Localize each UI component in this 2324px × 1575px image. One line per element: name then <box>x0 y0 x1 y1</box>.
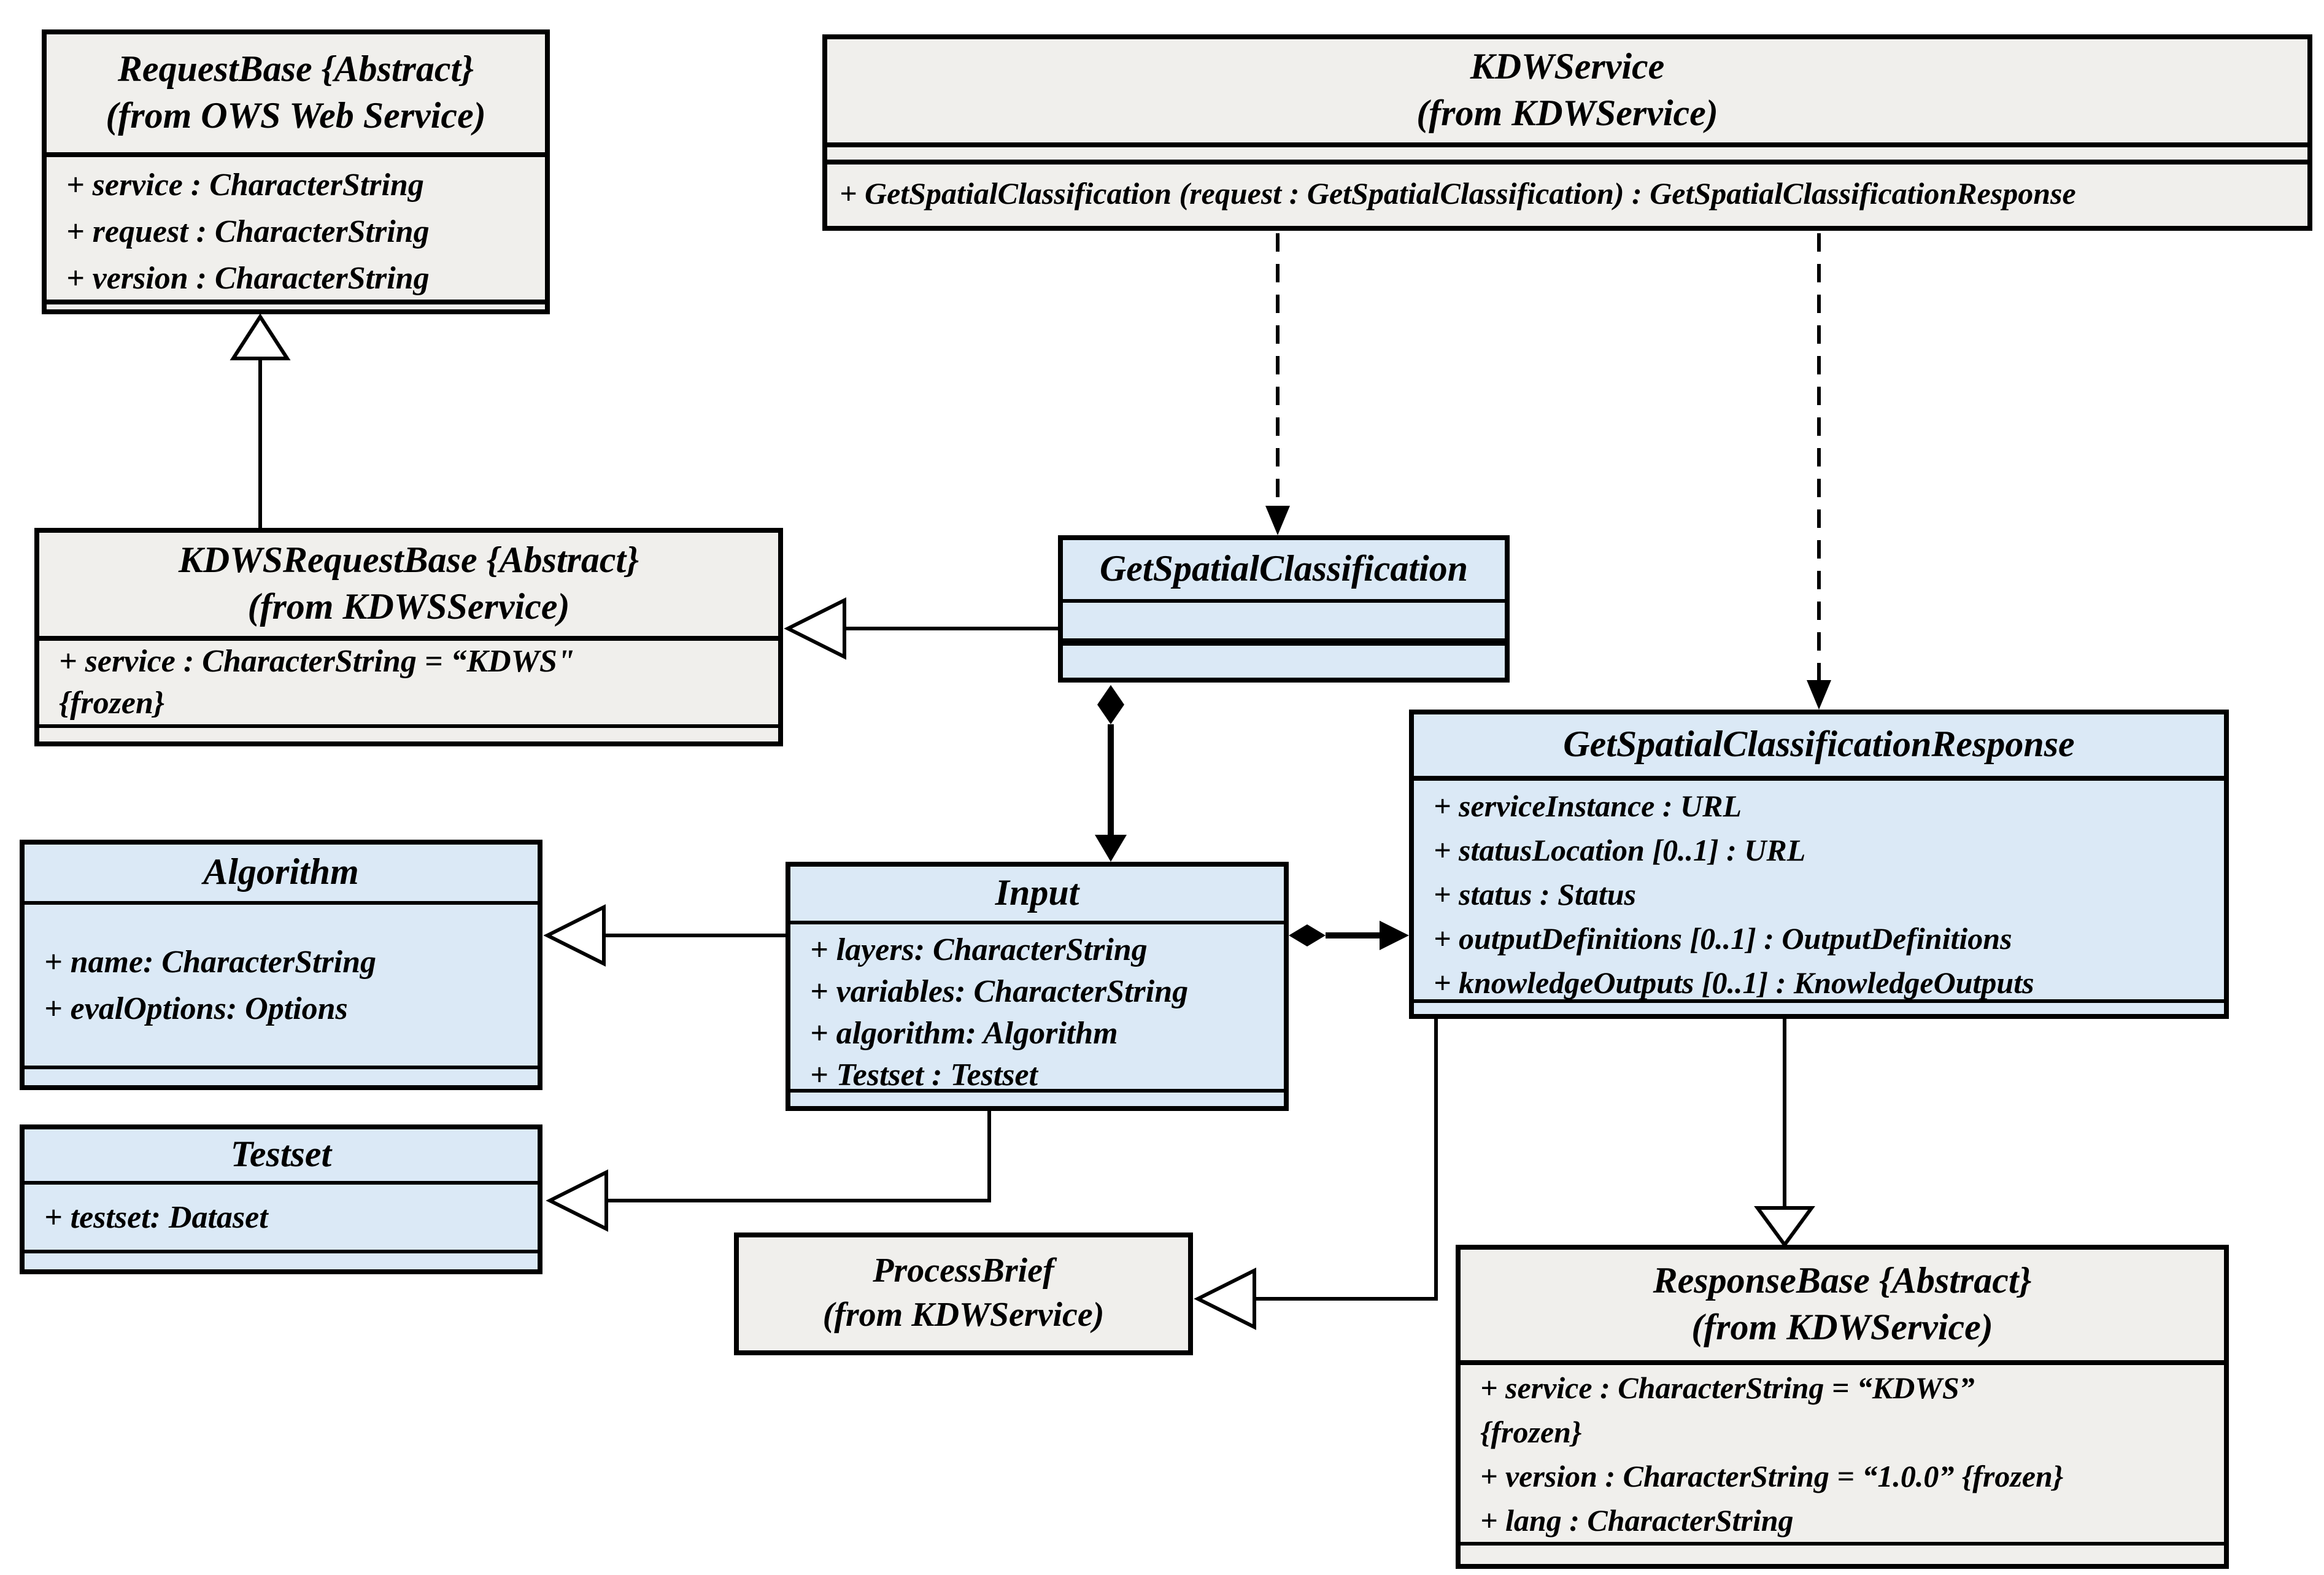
attribute: + testset: Dataset <box>44 1199 268 1234</box>
composition-input-to-getspatialclassificationresponse <box>1289 921 1409 950</box>
class-box-requestbase: RequestBase {Abstract} (from OWS Web Ser… <box>42 29 550 314</box>
class-package: (from OWS Web Service) <box>106 96 486 136</box>
class-name: ProcessBrief <box>873 1252 1054 1291</box>
class-name: KDWService <box>1470 46 1665 87</box>
class-operations-compartment <box>25 1066 538 1085</box>
attribute: + statusLocation [0..1] : URL <box>1434 835 1806 868</box>
class-operations-compartment <box>1063 638 1505 678</box>
class-box-algorithm: Algorithm + name: CharacterString + eval… <box>20 840 542 1090</box>
class-title-compartment: ProcessBrief (from KDWService) <box>739 1237 1188 1350</box>
class-attributes-compartment: + testset: Dataset <box>25 1181 538 1250</box>
attribute: + service : CharacterString <box>66 167 424 203</box>
class-attributes-compartment: + service : CharacterString = “KDWS" {fr… <box>39 636 778 724</box>
class-name: GetSpatialClassification <box>1099 548 1469 589</box>
class-title-compartment: KDWSRequestBase {Abstract} (from KDWSSer… <box>39 533 778 636</box>
attribute: + lang : CharacterString <box>1480 1505 1794 1538</box>
class-operations-compartment <box>47 300 545 309</box>
filled-diamond-icon <box>1097 685 1124 724</box>
class-title-compartment: GetSpatialClassificationResponse <box>1414 714 2224 776</box>
attribute: + outputDefinitions [0..1] : OutputDefin… <box>1434 923 2012 956</box>
class-name: KDWSRequestBase {Abstract} <box>178 540 639 581</box>
class-attributes-compartment: + name: CharacterString + evalOptions: O… <box>25 901 538 1066</box>
attribute: + knowledgeOutputs [0..1] : KnowledgeOut… <box>1434 967 2034 999</box>
attribute: + name: CharacterString <box>44 943 377 979</box>
attribute: + version : CharacterString <box>66 260 430 296</box>
dependency-kdwservice-to-getspatialclassification <box>1265 233 1290 535</box>
class-name: ResponseBase {Abstract} <box>1653 1260 2032 1301</box>
class-attributes-compartment: + service : CharacterString + request : … <box>47 152 545 300</box>
class-title-compartment: KDWService (from KDWService) <box>827 39 2307 142</box>
attribute: + status : Status <box>1434 879 1637 912</box>
class-name: Input <box>995 872 1079 913</box>
class-operations-compartment <box>1461 1542 2224 1564</box>
class-operations-compartment <box>790 1089 1284 1106</box>
operation: + GetSpatialClassification (request : Ge… <box>840 178 2076 211</box>
composition-getspatialclassification-to-input <box>1095 685 1127 862</box>
attribute: + request : CharacterString <box>66 214 430 249</box>
generalization-kdwsrequestbase-to-requestbase <box>230 313 291 528</box>
class-attributes-compartment <box>827 142 2307 160</box>
class-title-compartment: RequestBase {Abstract} (from OWS Web Ser… <box>47 34 545 152</box>
class-package: (from KDWService) <box>1691 1307 1993 1348</box>
class-attributes-compartment: + service : CharacterString = “KDWS” {fr… <box>1461 1360 2224 1542</box>
hollow-triangle-icon <box>230 313 291 360</box>
attribute: + algorithm: Algorithm <box>810 1015 1118 1051</box>
attribute: + Testset : Testset <box>810 1057 1038 1089</box>
class-package: (from KDWSService) <box>247 587 570 627</box>
arrowhead-icon <box>1380 921 1409 950</box>
class-box-getspatialclassificationresponse: GetSpatialClassificationResponse + servi… <box>1409 710 2229 1019</box>
class-box-processbrief: ProcessBrief (from KDWService) <box>734 1233 1193 1355</box>
attribute: {frozen} <box>59 685 164 721</box>
class-operations-compartment: + GetSpatialClassification (request : Ge… <box>827 160 2307 226</box>
class-attributes-compartment <box>1063 599 1505 638</box>
arrowhead-icon <box>1095 835 1127 862</box>
attribute: + service : CharacterString = “KDWS” <box>1480 1372 1975 1406</box>
class-box-getspatialclassification: GetSpatialClassification <box>1058 535 1510 683</box>
class-title-compartment: Testset <box>25 1129 538 1181</box>
hollow-triangle-icon <box>543 904 606 967</box>
hollow-triangle-icon <box>784 597 846 660</box>
hollow-triangle-icon <box>546 1169 608 1232</box>
class-package: (from KDWService) <box>1416 93 1718 134</box>
class-title-compartment: Algorithm <box>25 845 538 901</box>
class-title-compartment: ResponseBase {Abstract} (from KDWService… <box>1461 1250 2224 1360</box>
dependency-kdwservice-to-getspatialclassificationresponse <box>1807 233 1831 710</box>
generalization-input-to-algorithm <box>543 904 786 967</box>
class-package: (from KDWService) <box>822 1296 1105 1334</box>
attribute: + version : CharacterString = “1.0.0” {f… <box>1480 1461 2064 1494</box>
class-attributes-compartment: + layers: CharacterString + variables: C… <box>790 921 1284 1089</box>
class-operations-compartment <box>25 1250 538 1269</box>
arrowhead-icon <box>1265 506 1290 535</box>
attribute: + layers: CharacterString <box>810 932 1148 967</box>
generalization-response-to-processbrief <box>1194 1019 1438 1330</box>
attribute: + variables: CharacterString <box>810 973 1189 1009</box>
class-name: Testset <box>230 1134 332 1175</box>
filled-diamond-icon <box>1289 924 1326 946</box>
class-title-compartment: Input <box>790 867 1284 921</box>
class-name: Algorithm <box>203 851 359 892</box>
attribute: + evalOptions: Options <box>44 990 348 1026</box>
generalization-getspatialclassification-to-kdwsrequestbase <box>784 597 1058 660</box>
hollow-triangle-icon <box>1754 1206 1815 1248</box>
class-box-testset: Testset + testset: Dataset <box>20 1124 542 1274</box>
class-box-kdwservice: KDWService (from KDWService) + GetSpatia… <box>822 34 2312 231</box>
class-name: RequestBase {Abstract} <box>117 48 474 90</box>
attribute: + serviceInstance : URL <box>1434 791 1742 824</box>
class-operations-compartment <box>1414 999 2224 1014</box>
class-attributes-compartment: + serviceInstance : URL + statusLocation… <box>1414 776 2224 999</box>
generalization-response-to-responsebase <box>1754 1019 1815 1248</box>
class-box-input: Input + layers: CharacterString + variab… <box>786 862 1289 1111</box>
arrowhead-icon <box>1807 680 1831 710</box>
class-box-kdwsrequestbase: KDWSRequestBase {Abstract} (from KDWSSer… <box>34 528 783 746</box>
hollow-triangle-icon <box>1194 1267 1256 1330</box>
class-box-responsebase: ResponseBase {Abstract} (from KDWService… <box>1456 1245 2229 1569</box>
class-name: GetSpatialClassificationResponse <box>1563 724 2075 765</box>
attribute: {frozen} <box>1480 1417 1582 1450</box>
class-operations-compartment <box>39 724 778 741</box>
generalization-input-to-testset <box>546 1111 991 1232</box>
class-title-compartment: GetSpatialClassification <box>1063 540 1505 599</box>
attribute: + service : CharacterString = “KDWS" <box>59 643 575 679</box>
